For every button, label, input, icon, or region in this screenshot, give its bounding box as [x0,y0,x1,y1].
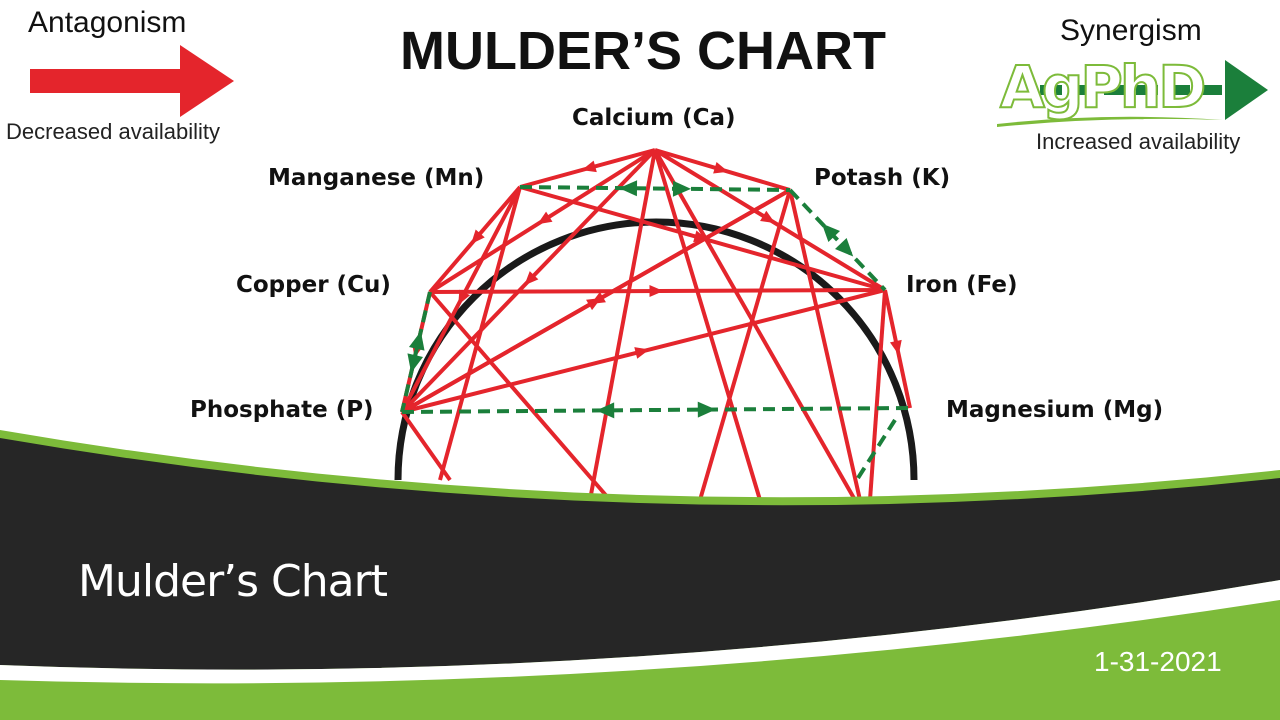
synergism-arrowhead [619,180,638,197]
antagonism-arrowhead [649,285,664,298]
diagram-title: MULDER’S CHART [400,21,886,81]
antagonism-link [653,149,857,501]
antagonism-arrowhead [581,160,597,173]
antagonism-link [868,289,887,501]
synergism-arrowhead [596,402,615,419]
synergism-link [856,418,897,480]
node-label-phosphate: Phosphate (P) [190,397,374,423]
antagonism-link [428,290,612,502]
antagonism-link [698,189,792,501]
synergism-arrowhead [408,331,425,351]
node-label-copper: Copper (Cu) [236,272,391,298]
antagonism-arrowhead [760,210,776,224]
synergism-arrowhead [672,180,691,197]
node-label-magnesium: Magnesium (Mg) [946,397,1164,423]
node-label-calcium: Calcium (Ca) [572,105,736,131]
antagonism-heading: Antagonism [28,6,187,39]
synergism-arrowhead [697,401,716,418]
antagonism-link [400,410,452,482]
antagonism-arrowhead [537,211,553,225]
antagonism-arrowhead [524,271,539,286]
antagonism-arrowhead [713,161,729,174]
antagonism-link [653,149,762,501]
synergism-link-cu-p [400,291,432,413]
synergism-arrow-icon [1040,60,1268,120]
banner-date: 1-31-2021 [1094,646,1222,677]
antagonism-caption: Decreased availability [6,119,220,144]
antagonism-link [588,149,657,501]
antagonism-arrowhead [889,339,902,355]
antagonism-arrowhead [590,291,606,304]
synergism-link-k-fe [788,188,887,292]
node-label-potash: Potash (K) [814,165,951,191]
synergism-link-p-mg [401,406,911,414]
antagonism-arrowhead [458,289,471,305]
node-label-iron: Iron (Fe) [906,272,1018,298]
synergism-link-mn-k [519,185,791,192]
synergism-heading: Synergism [1060,14,1202,47]
synergism-arrowhead [835,237,854,257]
agphd-logo: AgPhD [999,53,1207,121]
antagonism-arrowhead [634,347,650,359]
antagonism-arrow-icon [30,45,234,117]
node-label-manganese: Manganese (Mn) [268,165,485,191]
synergism-arrowhead [821,223,840,243]
logo-swoosh [997,116,1223,127]
banner-title: Mulder’s Chart [78,556,388,607]
synergism-arrowhead [407,353,424,373]
synergism-caption: Increased availability [1036,129,1241,154]
antagonism-link [788,189,862,501]
